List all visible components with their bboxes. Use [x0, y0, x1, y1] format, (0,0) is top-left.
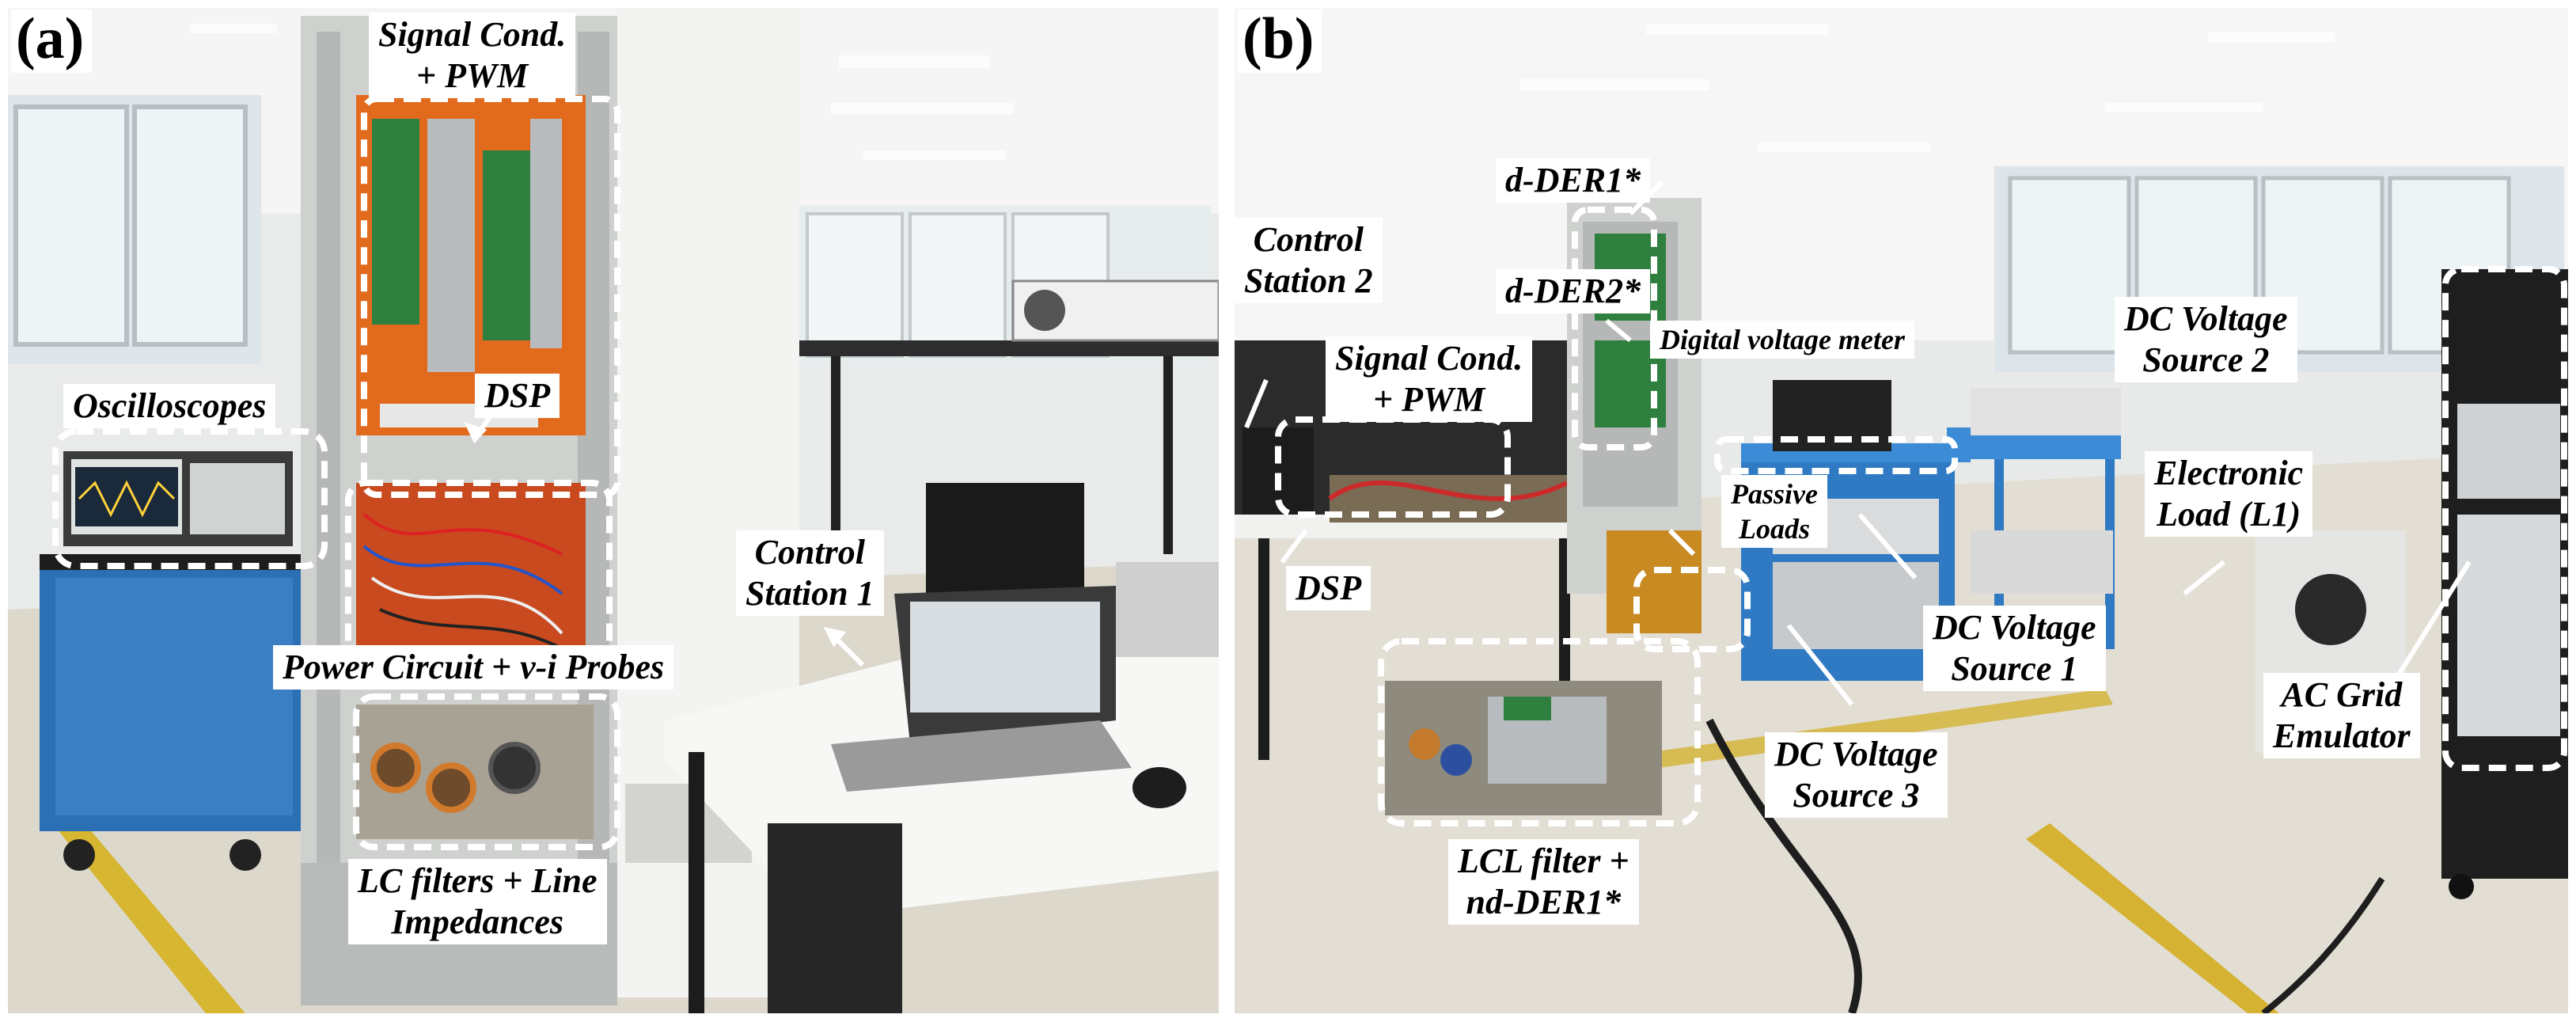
label-dsp-b: DSP: [1286, 566, 1371, 610]
label-signal-cond-line2: + PWM: [416, 56, 529, 95]
label-dc-source-2: DC Voltage Source 2: [2115, 297, 2297, 382]
label-lcl-filter-line2: nd-DER1*: [1466, 883, 1622, 921]
label-d-der2: d-DER2*: [1496, 269, 1651, 313]
label-dc-source-2-line1: DC Voltage: [2124, 299, 2288, 338]
lab-photo-b: [1235, 8, 2568, 1013]
lab-photo-a: [8, 8, 1219, 1013]
label-passive-loads: Passive Loads: [1721, 475, 1827, 548]
label-control-station-2-line1: Control: [1253, 220, 1364, 259]
label-control-station-1-line1: Control: [754, 533, 865, 572]
label-control-station-2: Control Station 2: [1235, 218, 1383, 303]
label-d-der1: d-DER1*: [1496, 158, 1651, 203]
panel-letter-a: (a): [11, 9, 93, 73]
label-dc-source-3-line1: DC Voltage: [1774, 735, 1938, 773]
label-dc-source-3: DC Voltage Source 3: [1765, 732, 1948, 818]
label-lcl-filter-line1: LCL filter +: [1458, 842, 1629, 880]
label-signal-cond-pwm-b: Signal Cond. + PWM: [1326, 336, 1533, 422]
label-lc-filters-line1: LC filters + Line: [358, 861, 598, 900]
label-signal-cond-b-line1: Signal Cond.: [1335, 339, 1523, 378]
label-electronic-load: Electronic Load (L1): [2145, 451, 2313, 537]
label-ac-grid-line2: Emulator: [2273, 716, 2411, 755]
label-ac-grid-emulator: AC Grid Emulator: [2263, 673, 2420, 758]
label-dc-source-1: DC Voltage Source 1: [1923, 606, 2106, 691]
label-signal-cond-line1: Signal Cond.: [378, 15, 567, 54]
label-lc-filters-line2: Impedances: [391, 902, 564, 941]
label-control-station-2-line2: Station 2: [1244, 261, 1373, 300]
photo-panel-b: (b) d-DER1* d-DER2* Control Station 2 Si…: [1235, 8, 2568, 1013]
label-power-circuit: Power Circuit + v-i Probes: [273, 645, 674, 690]
label-passive-loads-line1: Passive: [1731, 478, 1818, 510]
label-dc-source-1-line2: Source 1: [1951, 649, 2078, 688]
label-dsp: DSP: [475, 374, 560, 418]
label-control-station-1: Control Station 1: [736, 530, 884, 616]
label-passive-loads-line2: Loads: [1738, 513, 1810, 545]
label-signal-cond-pwm: Signal Cond. + PWM: [369, 13, 576, 98]
label-control-station-1-line2: Station 1: [745, 574, 874, 613]
label-signal-cond-b-line2: + PWM: [1373, 380, 1485, 419]
label-electronic-load-line1: Electronic: [2154, 454, 2304, 492]
label-dc-source-1-line1: DC Voltage: [1933, 608, 2096, 647]
label-lcl-filter: LCL filter + nd-DER1*: [1448, 839, 1639, 925]
label-lc-filters: LC filters + Line Impedances: [348, 859, 607, 944]
label-dc-source-2-line2: Source 2: [2142, 340, 2270, 379]
label-oscilloscopes: Oscilloscopes: [63, 384, 276, 428]
panel-letter-b: (b): [1238, 9, 1322, 73]
label-ac-grid-line1: AC Grid: [2281, 675, 2403, 714]
label-electronic-load-line2: Load (L1): [2157, 495, 2301, 534]
label-digital-voltage-meter: Digital voltage meter: [1650, 321, 1914, 359]
photo-panel-a: (a) Signal Cond. + PWM DSP Oscilloscopes…: [8, 8, 1219, 1013]
label-dc-source-3-line2: Source 3: [1793, 776, 1920, 815]
